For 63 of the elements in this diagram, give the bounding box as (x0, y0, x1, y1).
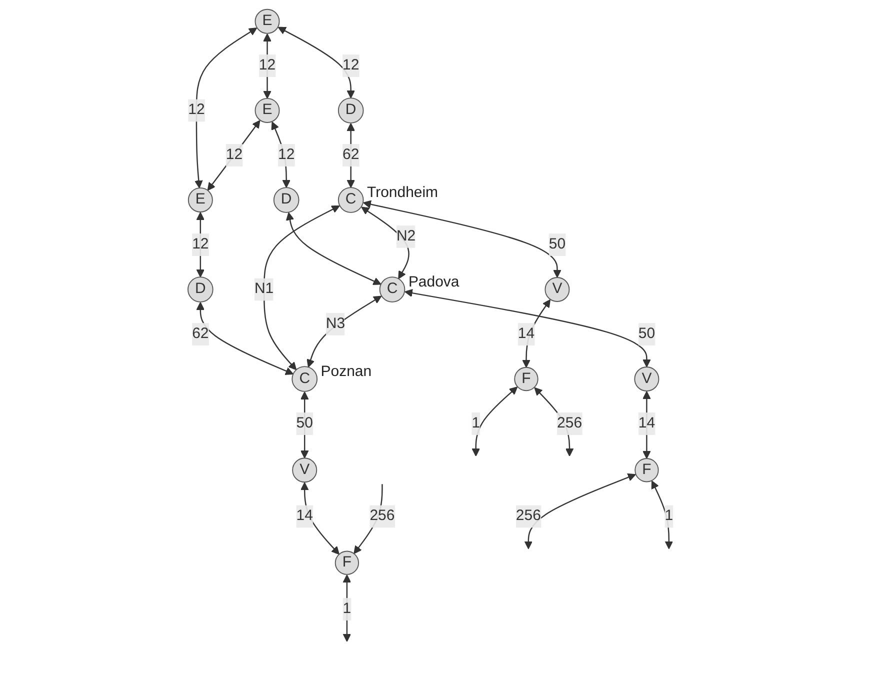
arrow (286, 212, 382, 285)
edge-label: 12 (188, 102, 205, 118)
edge-label: 12 (192, 236, 209, 252)
edge-label: 50 (638, 326, 656, 342)
node-circle: E (254, 98, 280, 123)
arrow (524, 473, 636, 550)
arrow (263, 33, 272, 99)
arrow (404, 288, 651, 368)
edge-label: 50 (548, 236, 566, 252)
node-circle: F (334, 550, 360, 575)
node-circle: V (634, 366, 660, 392)
node-caption: Padova (408, 273, 460, 290)
node-circle: V (544, 277, 570, 302)
arrow (642, 391, 651, 459)
edge-label: 256 (370, 508, 395, 524)
arrow (207, 120, 260, 191)
node-circle: C (292, 366, 318, 392)
arrow (196, 212, 205, 278)
edge-label: 62 (342, 146, 360, 163)
edge-label: N1 (254, 281, 274, 297)
arrow (306, 296, 382, 368)
arrow (346, 122, 355, 188)
edge-label: 14 (518, 326, 535, 342)
node-circle: D (338, 98, 364, 124)
edge-label: 12 (342, 57, 360, 74)
node-caption: Poznan (320, 362, 372, 380)
arrow (522, 299, 551, 368)
edge-label: 1 (342, 600, 352, 617)
arrow (278, 26, 355, 98)
node-circle: F (514, 366, 538, 392)
arrow (651, 480, 674, 550)
arrow (300, 391, 309, 458)
edge-label: 62 (192, 326, 209, 342)
arrow (194, 28, 258, 188)
node-circle: D (188, 276, 214, 302)
edge-label: 12 (278, 146, 295, 163)
arrow (300, 482, 340, 555)
arrow (472, 386, 518, 456)
node-circle: F (634, 458, 659, 482)
edge-label: 12 (258, 57, 276, 74)
edge-label: 256 (516, 508, 541, 524)
arrow (271, 122, 290, 188)
edge-label: 12 (226, 146, 243, 163)
node-circle: D (273, 187, 300, 213)
arrow (363, 200, 562, 278)
arrow (263, 206, 340, 370)
edge-label: 1 (664, 508, 674, 524)
edge-label: 256 (557, 415, 582, 432)
edge-label: 50 (296, 415, 313, 432)
edge-label: N3 (326, 316, 346, 332)
node-circle: E (254, 8, 280, 34)
arrow (361, 206, 410, 280)
edge-label: N2 (396, 228, 416, 244)
arrow (342, 574, 352, 642)
edge-label: 1 (472, 415, 480, 432)
node-circle: E (188, 188, 213, 212)
edge-label: 14 (638, 415, 656, 432)
edge-label: 14 (296, 508, 313, 524)
arrow (196, 302, 294, 375)
node-circle: C (379, 276, 406, 302)
node-circle: V (292, 458, 318, 483)
node-caption: Trondheim (367, 184, 438, 201)
node-circle: C (338, 187, 364, 213)
